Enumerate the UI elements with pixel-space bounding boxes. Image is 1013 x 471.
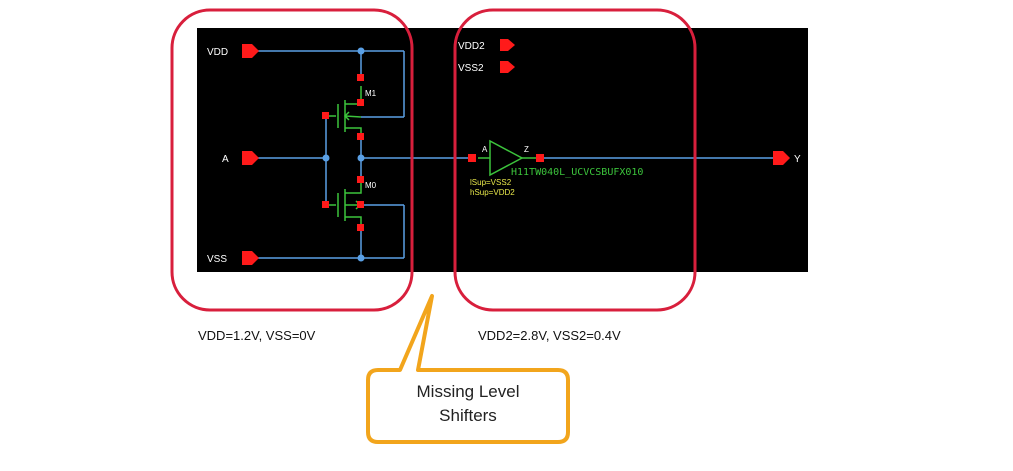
port-vss2: VSS2 xyxy=(458,61,515,74)
port-y-label: Y xyxy=(794,154,801,165)
buffer-pin-out: Z xyxy=(524,145,529,154)
port-vss: VSS xyxy=(207,251,259,265)
buffer-pin-in: A xyxy=(482,145,488,154)
callout-line-2: Shifters xyxy=(439,406,497,425)
buffer-circuit: VDD2 VSS2 A Z H11TW040L_UCVCSBUFX010 lSu… xyxy=(458,39,801,197)
right-domain-highlight xyxy=(453,8,697,312)
inverter-circuit: M1 M0 VDD A VSS xyxy=(207,44,776,265)
callout-bubble xyxy=(366,294,570,444)
port-vdd2-label: VDD2 xyxy=(458,41,485,52)
port-vdd: VDD xyxy=(207,44,259,58)
port-y: Y xyxy=(773,151,801,165)
port-a: A xyxy=(222,151,259,165)
callout-text: Missing Level Shifters xyxy=(378,380,558,428)
port-vdd-label: VDD xyxy=(207,47,228,58)
buffer-cell-name: H11TW040L_UCVCSBUFX010 xyxy=(511,167,643,178)
port-a-label: A xyxy=(222,154,229,165)
buffer-prop-hsup: hSup=VDD2 xyxy=(470,188,515,197)
right-domain-caption: VDD2=2.8V, VSS2=0.4V xyxy=(478,328,621,343)
port-vss-label: VSS xyxy=(207,254,227,265)
port-vdd2: VDD2 xyxy=(458,39,515,52)
pmos-label: M1 xyxy=(365,89,377,98)
port-vss2-label: VSS2 xyxy=(458,63,484,74)
buffer-prop-lsup: lSup=VSS2 xyxy=(470,178,512,187)
callout-line-1: Missing Level xyxy=(416,382,520,401)
left-domain-caption: VDD=1.2V, VSS=0V xyxy=(198,328,316,343)
nmos-label: M0 xyxy=(365,181,377,190)
left-domain-highlight xyxy=(170,8,414,312)
